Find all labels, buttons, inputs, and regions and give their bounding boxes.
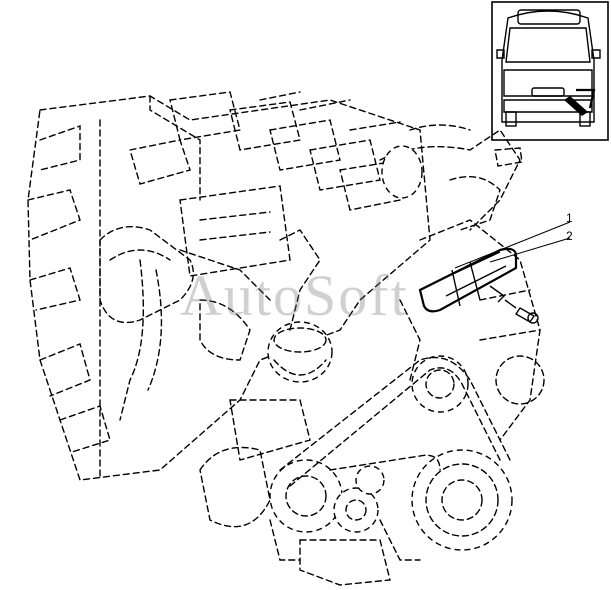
leader-line-1 xyxy=(454,221,571,269)
alternator xyxy=(199,399,421,586)
location-arrow-icon xyxy=(564,96,588,116)
timing-housing xyxy=(399,219,541,441)
cylinder-heads xyxy=(169,91,401,211)
intake-pipe xyxy=(379,124,523,231)
callout-1: 1 xyxy=(566,211,573,225)
oil-filter xyxy=(267,229,333,383)
bus-inset xyxy=(491,1,609,141)
highlighted-part xyxy=(418,221,571,324)
drive-belt xyxy=(279,356,511,487)
engine-block xyxy=(27,95,431,481)
front-pulleys xyxy=(269,355,545,551)
leader-line-2 xyxy=(489,237,571,263)
callout-2: 2 xyxy=(566,229,573,243)
manifold xyxy=(99,226,271,421)
